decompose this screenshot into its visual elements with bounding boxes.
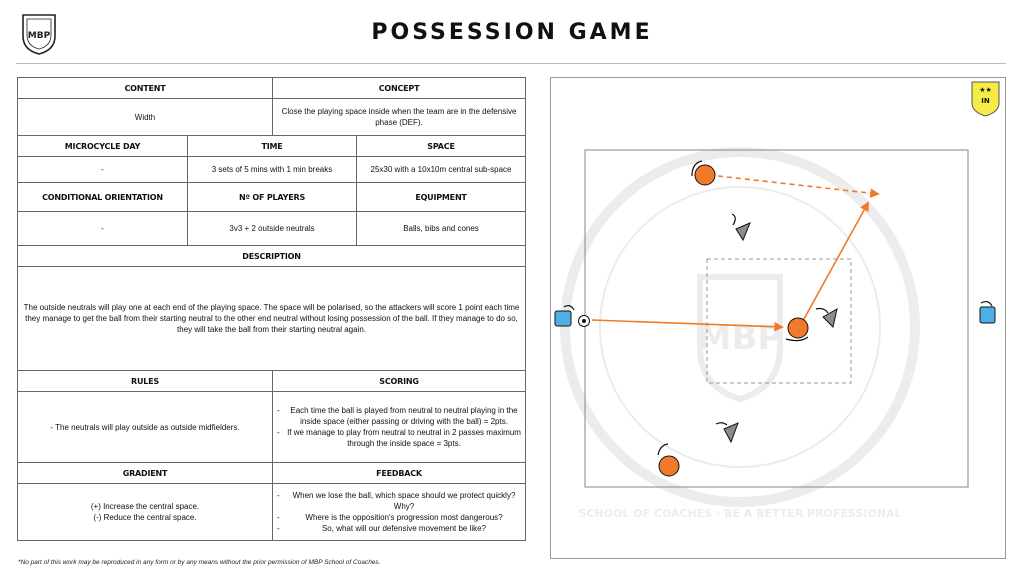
rules-header: RULES [16,370,274,392]
defender-player [715,422,739,444]
attacker-player [657,443,680,477]
orientation-value: - [17,211,188,246]
concept-header: CONCEPT [272,77,527,99]
equipment-header: EQUIPMENT [356,182,527,212]
pass-arrow [591,319,784,332]
time-header: TIME [186,135,358,157]
scoring-list: Each time the ball is played from neutra… [277,405,521,449]
players-value: 3v3 + 2 outside neutrals [186,211,358,246]
diagram-frame [550,77,1006,559]
space-value: 25x30 with a 10x10m central sub-space [356,156,527,183]
scoring-list-cell: Each time the ball is played from neutra… [272,391,527,463]
mbp-logo-shield-icon: MBP [22,14,56,55]
session-sheet-table: CONTENT CONCEPT Width Close the playing … [16,77,527,541]
watermark-text: SCHOOL OF COACHES · BE A BETTER PROFESSI… [578,507,901,520]
feedback-item: When we lose the ball, which space shoul… [277,490,521,512]
equipment-value: Balls, bibs and cones [356,211,527,246]
copyright-footer: *No part of this work may be reproduced … [18,559,381,566]
central-sub-space [706,258,852,384]
logo-text: MBP [28,31,51,41]
scoring-header: SCORING [272,370,527,392]
content-value: Width [16,98,274,136]
ball-icon [578,315,590,327]
defender-player [815,307,838,328]
gradient-header: GRADIENT [16,462,274,484]
gradient-list-cell: (+) Increase the central space. (-) Redu… [16,483,274,541]
pitch-diagram: MBP SCHOOL OF COACHES · BE A BETTER PROF… [550,77,1006,559]
microcycle-header: MICROCYCLE DAY [17,135,188,157]
defender-player [731,213,751,242]
feedback-list: When we lose the ball, which space shoul… [277,490,521,534]
badge-stars: ★★ [979,86,992,94]
header-divider [16,63,1006,64]
feedback-header: FEEDBACK [272,462,527,484]
scoring-item: Each time the ball is played from neutra… [277,405,521,427]
feedback-list-cell: When we lose the ball, which space shoul… [272,483,527,541]
feedback-item: So, what will our defensive movement be … [277,523,521,534]
watermark-emblem: MBP SCHOOL OF COACHES · BE A BETTER PROF… [560,147,920,520]
attacker-player [691,160,716,186]
players-header: Nº OF PLAYERS [186,182,358,212]
page-title: POSSESSION GAME [371,20,653,45]
gradient-item: (-) Reduce the central space. [93,513,197,522]
concept-value: Close the playing space inside when the … [272,98,527,136]
level-badge: ★★ IN [971,81,1000,117]
rules-value: - The neutrals will play outside as outs… [16,391,274,463]
pass-arrow [798,201,869,329]
space-header: SPACE [356,135,527,157]
content-header: CONTENT [16,77,274,99]
attacker-player [785,317,809,342]
neutral-player [979,300,996,324]
badge-text: IN [981,97,990,105]
orientation-header: CONDITIONAL ORIENTATION [17,182,188,212]
description-header: DESCRIPTION [16,245,527,267]
feedback-item: Where is the opposition's progression mo… [277,512,521,523]
scoring-item: If we manage to play from neutral to neu… [277,427,521,449]
description-text: The outside neutrals will play one at ea… [16,266,527,371]
neutral-player [554,304,575,327]
time-value: 3 sets of 5 mins with 1 min breaks [186,156,358,183]
microcycle-value: - [17,156,188,183]
gradient-item: (+) Increase the central space. [90,502,200,511]
